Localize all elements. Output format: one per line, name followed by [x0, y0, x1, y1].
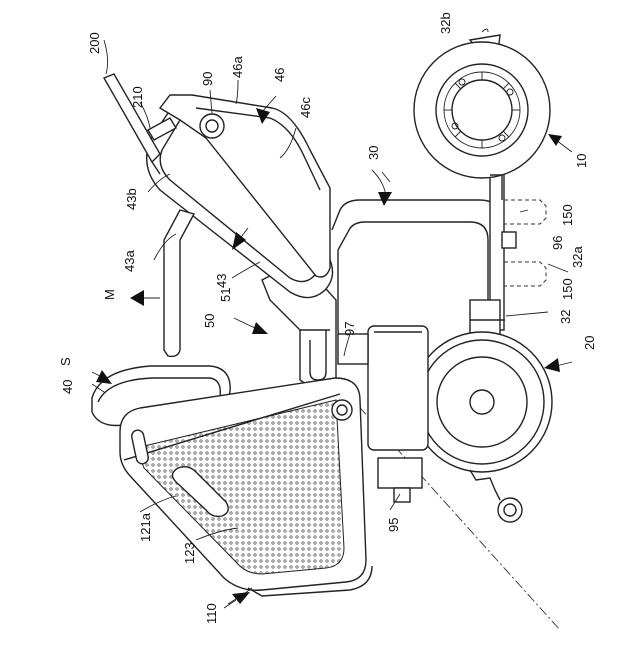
label-46c: 46c	[298, 97, 313, 118]
label-10: 10	[574, 154, 589, 168]
block-95	[378, 458, 422, 502]
label-S: S	[58, 357, 73, 366]
label-46: 46	[272, 68, 287, 82]
label-150-top: 150	[560, 204, 575, 226]
label-43a: 43a	[122, 250, 137, 272]
label-110: 110	[204, 603, 219, 624]
label-46a: 46a	[230, 56, 245, 78]
label-50: 50	[202, 314, 217, 328]
label-97: 97	[342, 322, 357, 336]
label-90: 90	[200, 72, 215, 86]
arm-43a	[164, 210, 194, 356]
upper-wheel-10	[414, 35, 550, 200]
label-M: M	[102, 289, 117, 300]
base-110	[120, 378, 372, 596]
label-20: 20	[582, 336, 597, 350]
label-32: 32	[558, 310, 573, 324]
lower-wheel-20	[412, 332, 552, 522]
label-32a: 32a	[570, 246, 585, 268]
label-150-bottom: 150	[560, 278, 575, 300]
post-32	[470, 170, 546, 340]
label-40: 40	[60, 380, 75, 394]
label-43b: 43b	[124, 188, 139, 210]
label-121a: 121a	[138, 512, 153, 542]
label-43: 43	[214, 274, 229, 288]
label-95: 95	[386, 518, 401, 532]
label-210: 210	[130, 86, 145, 108]
label-32b: 32b	[438, 12, 453, 34]
label-200: 200	[87, 32, 102, 54]
label-123: 123	[182, 542, 197, 564]
label-51: 51	[218, 288, 233, 302]
label-96: 96	[550, 236, 565, 250]
label-30: 30	[366, 146, 381, 160]
